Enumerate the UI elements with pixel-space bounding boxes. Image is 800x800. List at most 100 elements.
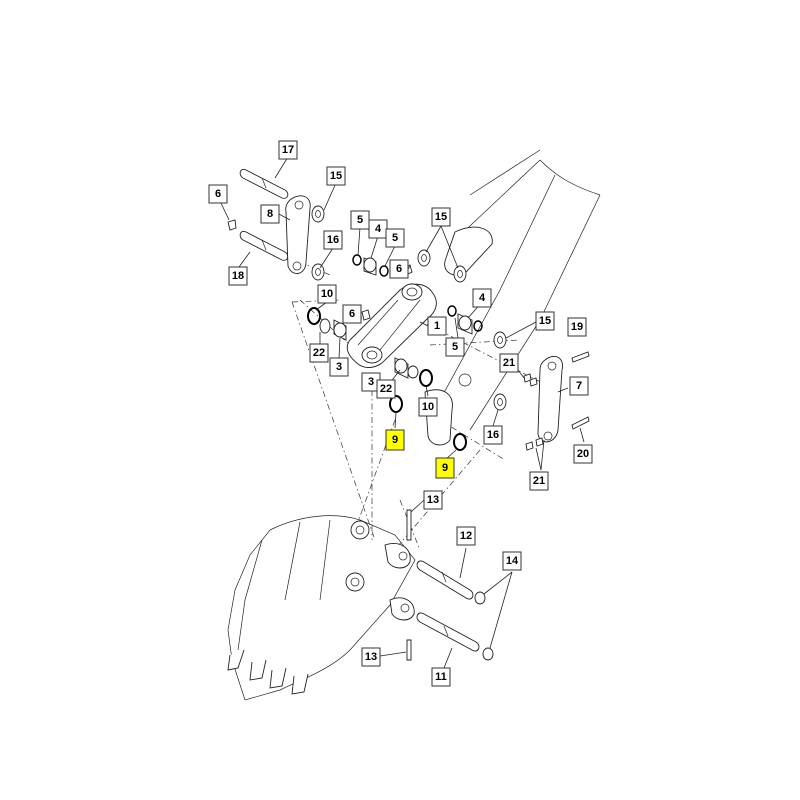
- callout-box: [385, 429, 405, 451]
- callout-box: [208, 184, 228, 204]
- callout-22: 22: [309, 343, 329, 363]
- callout-box: [499, 353, 519, 373]
- callout-box: [529, 471, 549, 491]
- callout-13: 13: [423, 490, 443, 510]
- callout-label: 18: [232, 270, 244, 282]
- callout-label: 8: [267, 208, 273, 220]
- callout-box: [569, 376, 589, 396]
- callout-label: 7: [576, 380, 582, 392]
- bucket: [227, 515, 416, 701]
- callout-7: 7: [569, 376, 589, 396]
- callout-label: 15: [539, 315, 551, 327]
- callout-labels: 17 15 6 8 5 4 5 15: [208, 140, 593, 687]
- callout-14: 14: [502, 551, 522, 571]
- callout-label: 16: [487, 429, 499, 441]
- callout-6: 6: [389, 259, 409, 279]
- callout-5: 5: [350, 210, 370, 230]
- callout-label: 15: [330, 170, 342, 182]
- callout-21: 21: [499, 353, 519, 373]
- callout-label: 14: [506, 555, 519, 567]
- callout-5: 5: [385, 228, 405, 248]
- callout-label: 13: [427, 494, 439, 506]
- callout-9-highlighted: 9: [385, 429, 405, 451]
- bushings-right: [447, 305, 483, 335]
- callout-box: [472, 288, 492, 308]
- callout-box: [435, 457, 455, 479]
- washers-arm-top: [417, 249, 467, 283]
- callout-4: 4: [472, 288, 492, 308]
- callout-label: 6: [215, 188, 221, 200]
- callout-15: 15: [326, 166, 346, 186]
- callout-label: 12: [460, 530, 472, 542]
- callout-label: 21: [533, 475, 545, 487]
- callout-box: [323, 230, 343, 250]
- arm-outline: [424, 149, 601, 446]
- callout-label: 6: [349, 308, 355, 320]
- callout-17: 17: [278, 140, 298, 160]
- callout-3: 3: [329, 357, 349, 377]
- callout-box: [535, 311, 555, 331]
- callout-22: 22: [376, 379, 396, 399]
- callout-box: [309, 343, 329, 363]
- callout-box: [385, 228, 405, 248]
- callout-16: 16: [483, 425, 503, 445]
- pin-11: [416, 612, 480, 652]
- rings-14: [474, 591, 494, 661]
- callout-box: [278, 140, 298, 160]
- grease-fitting-6: [227, 219, 237, 231]
- callout-box: [423, 490, 443, 510]
- callout-box: [502, 551, 522, 571]
- callout-12: 12: [456, 526, 476, 546]
- bushings-center: [394, 357, 433, 387]
- callout-label: 6: [396, 263, 402, 275]
- callout-box: [317, 284, 337, 304]
- callout-box: [418, 397, 438, 417]
- bolts-13: [406, 509, 412, 661]
- callout-label: 5: [392, 232, 398, 244]
- callout-box: [376, 379, 396, 399]
- callout-label: 10: [321, 288, 333, 300]
- callout-box: [573, 444, 593, 464]
- link-7: [537, 356, 563, 443]
- callout-16: 16: [323, 230, 343, 250]
- callout-label: 5: [357, 214, 363, 226]
- callout-label: 4: [479, 292, 486, 304]
- callout-18: 18: [228, 266, 248, 286]
- callout-label: 1: [434, 320, 440, 332]
- callout-box: [228, 266, 248, 286]
- bolts-right: [523, 351, 590, 451]
- callout-label: 20: [577, 448, 589, 460]
- callout-10: 10: [418, 397, 438, 417]
- callout-label: 4: [375, 223, 382, 235]
- callout-box: [483, 425, 503, 445]
- callout-10: 10: [317, 284, 337, 304]
- callout-15: 15: [431, 207, 451, 227]
- main-link-1: [346, 283, 437, 368]
- callout-15: 15: [535, 311, 555, 331]
- callout-label: 3: [368, 376, 374, 388]
- callout-label: 13: [365, 651, 377, 663]
- callout-label: 19: [571, 321, 583, 333]
- bushings-left: [307, 307, 347, 341]
- callout-box: [427, 316, 447, 336]
- pin-12: [416, 560, 474, 600]
- washers-right: [493, 331, 507, 411]
- callout-box: [326, 166, 346, 186]
- callout-box: [431, 667, 451, 687]
- callout-label: 21: [503, 357, 515, 369]
- callout-label: 22: [380, 383, 392, 395]
- callout-label: 5: [452, 341, 458, 353]
- pin-17: [239, 168, 289, 199]
- callout-21: 21: [529, 471, 549, 491]
- callout-4: 4: [368, 219, 388, 239]
- callout-box: [361, 647, 381, 667]
- callout-1: 1: [427, 316, 447, 336]
- callout-box: [389, 259, 409, 279]
- callout-6: 6: [342, 304, 362, 324]
- callout-box: [329, 357, 349, 377]
- callout-label: 15: [435, 211, 447, 223]
- callout-box: [456, 526, 476, 546]
- callout-box: [567, 317, 587, 337]
- callout-13: 13: [361, 647, 381, 667]
